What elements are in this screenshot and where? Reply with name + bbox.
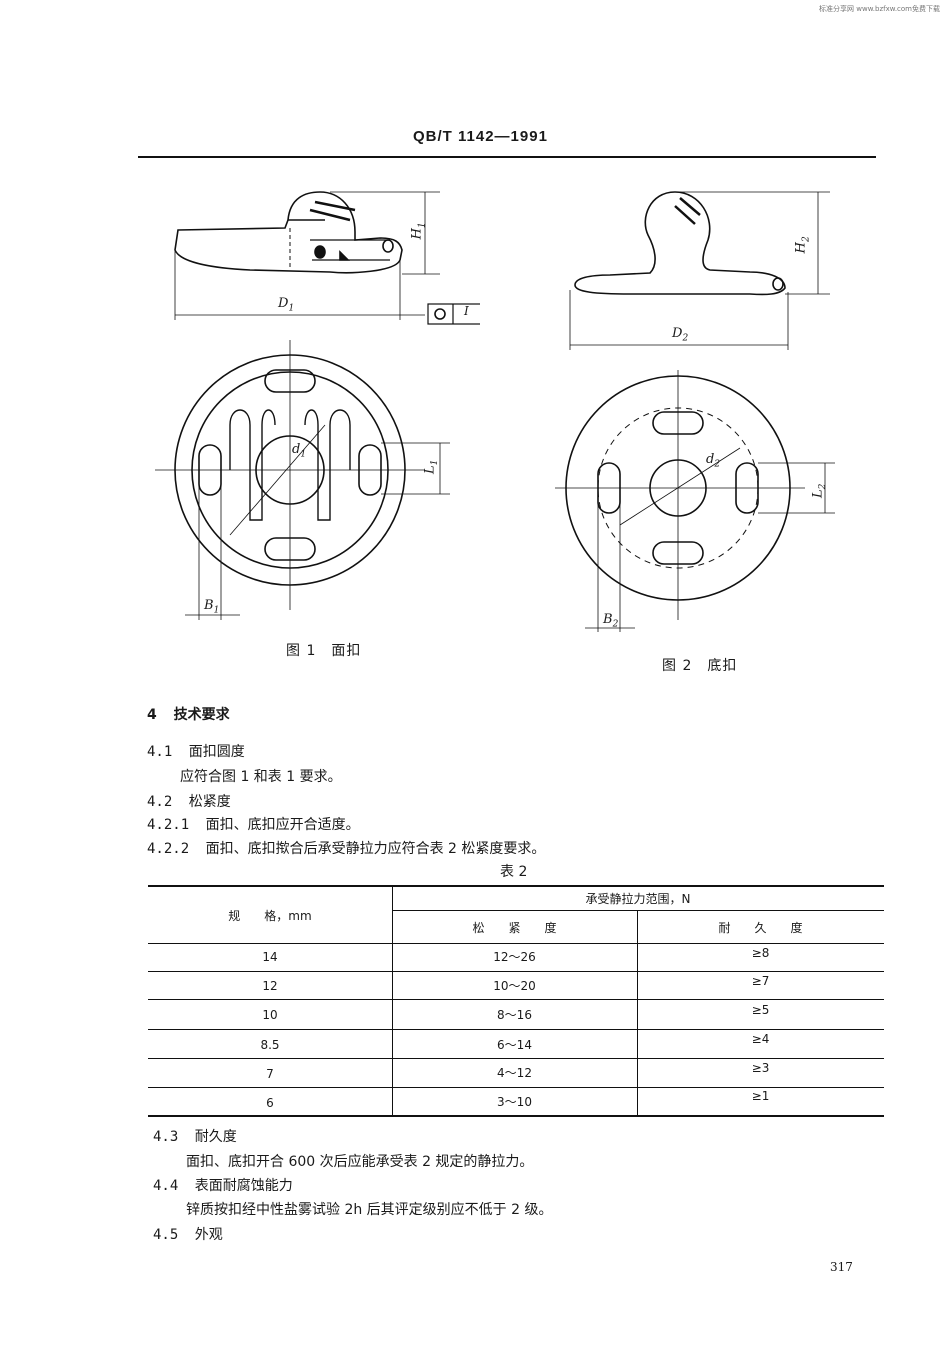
figure-1-drawing	[155, 191, 480, 620]
figure-2-drawing	[555, 191, 835, 632]
section-4-4-title: 表面耐腐蚀能力	[194, 1178, 293, 1194]
section-4-4-number: 4.4	[153, 1178, 179, 1194]
cell-spec: 12	[262, 979, 278, 993]
cell-durable: ≥1	[751, 1089, 770, 1103]
section-4-2-title: 松紧度	[188, 794, 231, 810]
col-header-spec: 规 格，mm	[228, 909, 312, 923]
cell-tight: 10～20	[493, 979, 536, 993]
cell-durable: ≥5	[751, 1003, 770, 1017]
section-4-3-number: 4.3	[153, 1129, 179, 1145]
d2-label: d	[706, 452, 715, 467]
H1-label: H	[409, 227, 425, 240]
cell-spec: 10	[262, 1008, 278, 1022]
d2-sub: 2	[714, 459, 721, 470]
section-4-2-number: 4.2	[147, 794, 173, 810]
B1-label: B	[204, 598, 214, 613]
figure-1-caption: 图 1 面扣	[286, 643, 362, 659]
section-4-5-number: 4.5	[153, 1227, 179, 1243]
cell-durable: ≥3	[751, 1061, 770, 1075]
L2-sub: 2	[817, 483, 828, 490]
d1-sub: 1	[300, 449, 307, 460]
L1-sub: 1	[429, 459, 440, 466]
D1-sub: 1	[288, 303, 295, 314]
header-rule	[138, 156, 876, 158]
cell-spec: 7	[266, 1067, 274, 1081]
watermark-text: 标准分享网 www.bzfxw.com免费下载	[819, 5, 940, 13]
section-4-3-title: 耐久度	[194, 1129, 237, 1145]
L2-label: L	[810, 489, 826, 498]
col-header-durable: 耐 久 度	[718, 921, 803, 935]
cell-spec: 6	[266, 1096, 274, 1110]
section-4-2-2-text: 面扣、底扣揿合后承受静拉力应符合表 2 松紧度要求。	[205, 841, 546, 857]
section-4-3-text: 面扣、底扣开合 600 次后应能承受表 2 规定的静拉力。	[186, 1154, 534, 1170]
B2-label: B	[603, 612, 613, 627]
cell-tight: 8～16	[497, 1008, 532, 1022]
H2-label: H	[793, 241, 809, 254]
D2-label: D	[672, 326, 683, 341]
cell-durable: ≥8	[751, 946, 770, 960]
table-2-title: 表 2	[500, 864, 528, 880]
B1-sub: 1	[213, 605, 220, 616]
L1-label: L	[422, 465, 438, 474]
D2-sub: 2	[682, 333, 689, 344]
standard-number: QB/T 1142—1991	[413, 128, 548, 145]
cell-tight: 3～10	[497, 1095, 532, 1109]
H2-sub: 2	[801, 236, 812, 242]
cell-durable: ≥7	[751, 974, 770, 988]
d1-label: d	[292, 442, 301, 457]
cell-tight: 12～26	[493, 950, 536, 964]
section-4-1-text: 应符合图 1 和表 1 要求。	[180, 769, 342, 785]
section-4-2-1-text: 面扣、底扣应开合适度。	[205, 817, 360, 833]
col-header-tight: 松 紧 度	[472, 921, 557, 935]
section-4-2-1-number: 4.2.1	[147, 817, 190, 833]
tolerance-symbol: I	[464, 304, 469, 318]
page-number: 317	[830, 1260, 853, 1274]
B2-sub: 2	[612, 619, 619, 630]
section-4-1-title: 面扣圆度	[188, 744, 245, 760]
cell-spec: 14	[262, 950, 278, 964]
section-4-5-title: 外观	[194, 1227, 223, 1243]
figure-2-caption: 图 2 底扣	[662, 658, 738, 674]
cell-spec: 8.5	[260, 1038, 280, 1052]
H1-sub: 1	[417, 222, 428, 228]
cell-tight: 6～14	[497, 1038, 532, 1052]
section-4-heading: 技术要求	[173, 707, 230, 723]
col-header-group: 承受静拉力范围，N	[585, 892, 691, 906]
section-4-number: 4	[147, 707, 157, 723]
section-4-4-text: 锌质按扣经中性盐雾试验 2h 后其评定级别应不低于 2 级。	[186, 1202, 553, 1218]
cell-durable: ≥4	[751, 1032, 770, 1046]
section-4-1-number: 4.1	[147, 744, 173, 760]
section-4-2-2-number: 4.2.2	[147, 841, 190, 857]
cell-tight: 4～12	[497, 1066, 532, 1080]
D1-label: D	[278, 296, 289, 311]
